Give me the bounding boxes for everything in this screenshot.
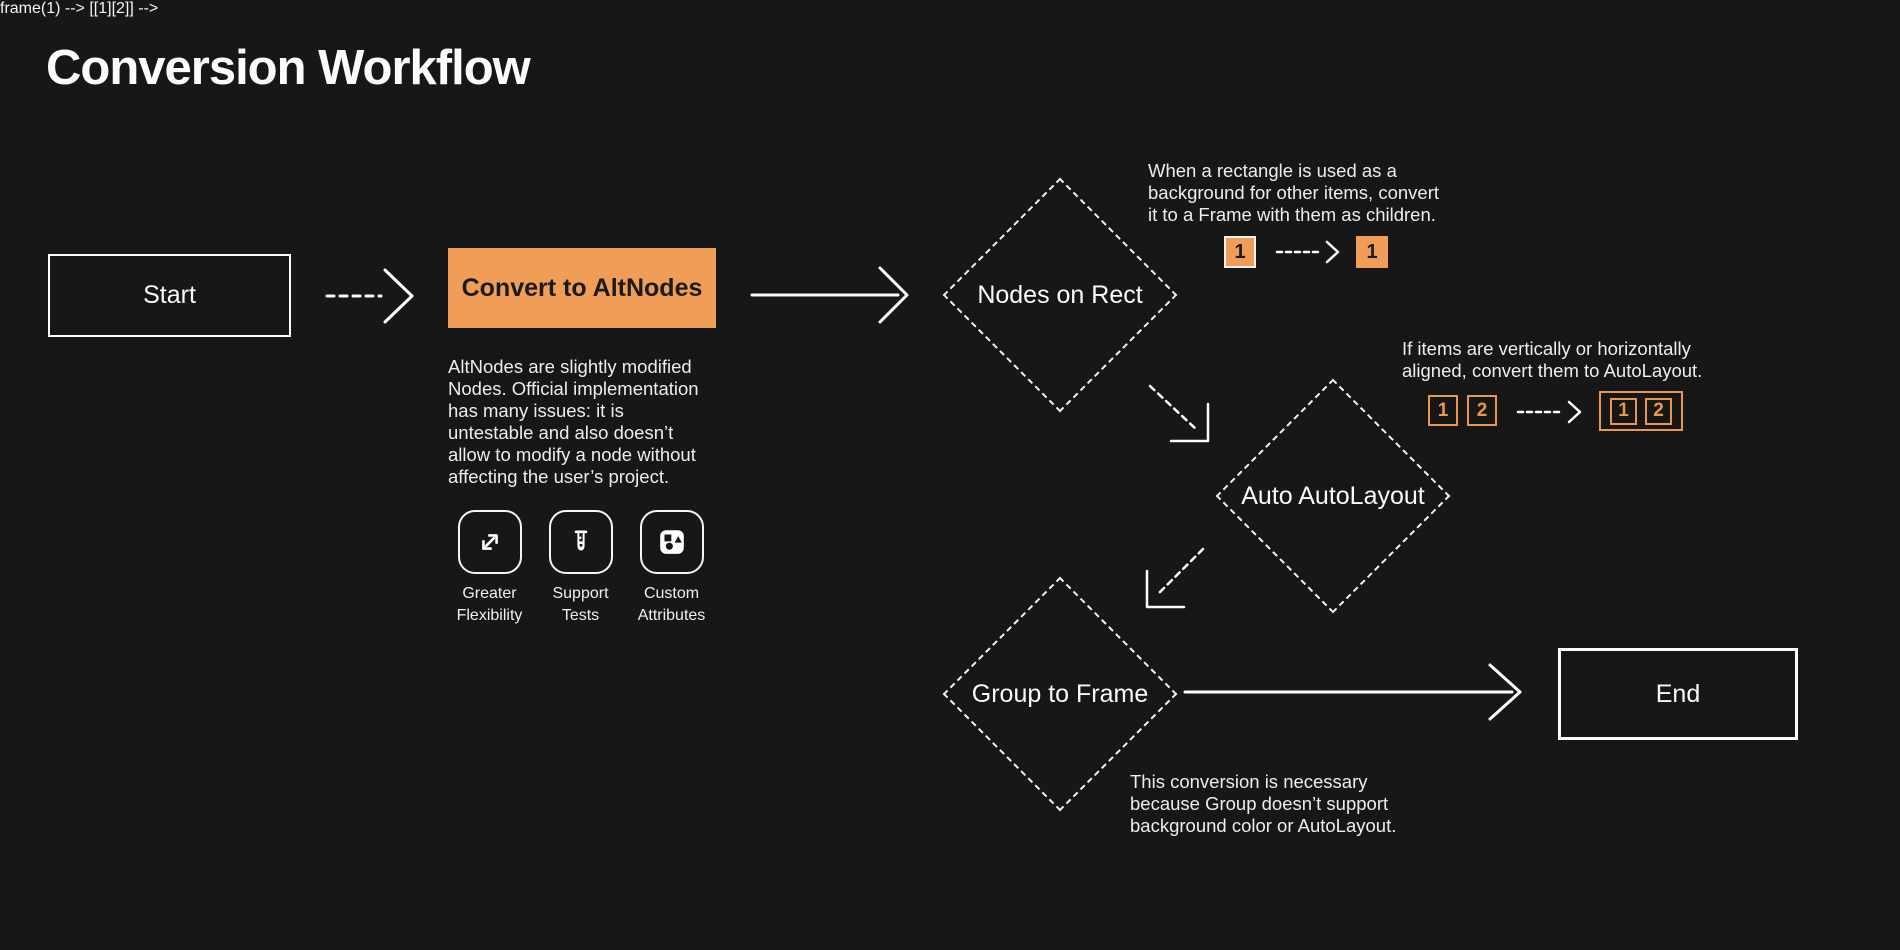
annotation-line: it to a Frame with them as children. — [1148, 204, 1436, 225]
feature-icon-box — [457, 510, 522, 574]
annotation-line: This conversion is necessary — [1130, 771, 1368, 792]
feature-icon-box — [548, 510, 613, 574]
mini-item-2: 2 — [1467, 395, 1497, 426]
mini-item-number: 1 — [1618, 400, 1629, 421]
feature-label-line: Attributes — [637, 607, 706, 624]
convert-to-altnodes-label: Convert to AltNodes — [461, 273, 703, 302]
decision-label: Group to Frame — [971, 679, 1149, 708]
mini-rect-number: 1 — [1234, 240, 1246, 263]
feature-label-line: Flexibility — [456, 607, 523, 624]
mini-item-number: 2 — [1653, 400, 1664, 421]
end-node: End — [1558, 648, 1798, 740]
annotation-line: When a rectangle is used as a — [1148, 160, 1397, 181]
convert-description-line: affecting the user’s project. — [448, 466, 670, 487]
end-node-label: End — [1655, 679, 1701, 708]
decision-label: Nodes on Rect — [977, 280, 1143, 309]
convert-description-line: AltNodes are slightly modified — [448, 356, 692, 377]
decision-label: Auto AutoLayout — [1241, 481, 1425, 510]
feature-label-line: Custom — [643, 585, 700, 602]
annotation-line: aligned, convert them to AutoLayout. — [1402, 360, 1703, 381]
annotation-rect-to-frame: When a rectangle is used as a background… — [1148, 160, 1439, 226]
mini-items-before-group: 1 2 — [1428, 395, 1497, 426]
arrow-start-to-convert — [325, 268, 414, 324]
convert-description-line: Nodes. Official implementation — [448, 378, 699, 399]
expand-arrows-icon — [481, 534, 498, 550]
mini-item-1: 1 — [1428, 395, 1458, 426]
page-title: Conversion Workflow — [46, 41, 531, 95]
convert-description-line: allow to modify a node without — [448, 444, 696, 465]
feature-label: Greater Flexibility — [457, 583, 523, 627]
feature-list: Greater Flexibility Support Tests — [444, 510, 717, 627]
annotation-line: background color or AutoLayout. — [1130, 815, 1397, 836]
mini-item-number: 1 — [1437, 399, 1449, 421]
mini-item-2: 2 — [1645, 397, 1672, 425]
mini-arrow-rect-to-frame — [1275, 240, 1340, 264]
arrow-auto-autolayout-to-group-to-frame — [1145, 547, 1205, 609]
mini-autolayout-group-after: 1 2 — [1599, 391, 1683, 431]
convert-description-line: untestable and also doesn’t — [448, 422, 674, 443]
convert-description: AltNodes are slightly modified Nodes. Of… — [448, 356, 699, 488]
annotation-autolayout: If items are vertically or horizontally … — [1402, 338, 1702, 382]
feature-label-line: Support — [552, 585, 609, 602]
shapes-icon — [659, 530, 684, 554]
annotation-group-to-frame: This conversion is necessary because Gro… — [1130, 771, 1396, 837]
annotation-line: background for other items, convert — [1148, 182, 1440, 203]
test-tube-icon — [574, 530, 587, 551]
annotation-line: because Group doesn’t support — [1130, 793, 1389, 814]
feature-greater-flexibility: Greater Flexibility — [444, 510, 535, 627]
feature-label-line: Tests — [561, 607, 600, 624]
start-node: Start — [48, 254, 291, 337]
feature-custom-attributes: Custom Attributes — [626, 510, 717, 627]
mini-item-number: 2 — [1476, 399, 1488, 421]
arrow-nodes-on-rect-to-auto-autolayout — [1148, 384, 1210, 443]
feature-label: Custom Attributes — [638, 583, 706, 627]
mini-arrow-items-to-autolayout — [1516, 400, 1582, 424]
feature-label-line: Greater — [462, 585, 517, 602]
annotation-line: If items are vertically or horizontally — [1402, 338, 1691, 359]
decision-group-to-frame: Group to Frame — [942, 576, 1178, 812]
mini-item-1: 1 — [1610, 397, 1637, 425]
arrow-convert-to-nodes-on-rect — [750, 266, 909, 324]
convert-to-altnodes-node: Convert to AltNodes — [448, 248, 716, 328]
mini-frame-after: 1 — [1356, 236, 1388, 268]
mini-rect-before: 1 — [1224, 236, 1256, 268]
feature-icon-box — [639, 510, 704, 574]
start-node-label: Start — [143, 281, 196, 309]
convert-description-line: has many issues: it is — [448, 400, 624, 421]
arrow-group-to-frame-to-end — [1183, 663, 1522, 721]
decision-auto-autolayout: Auto AutoLayout — [1215, 378, 1451, 614]
mini-frame-number: 1 — [1366, 240, 1378, 263]
decision-nodes-on-rect: Nodes on Rect — [942, 177, 1178, 413]
feature-support-tests: Support Tests — [535, 510, 626, 627]
feature-label: Support Tests — [552, 583, 608, 627]
